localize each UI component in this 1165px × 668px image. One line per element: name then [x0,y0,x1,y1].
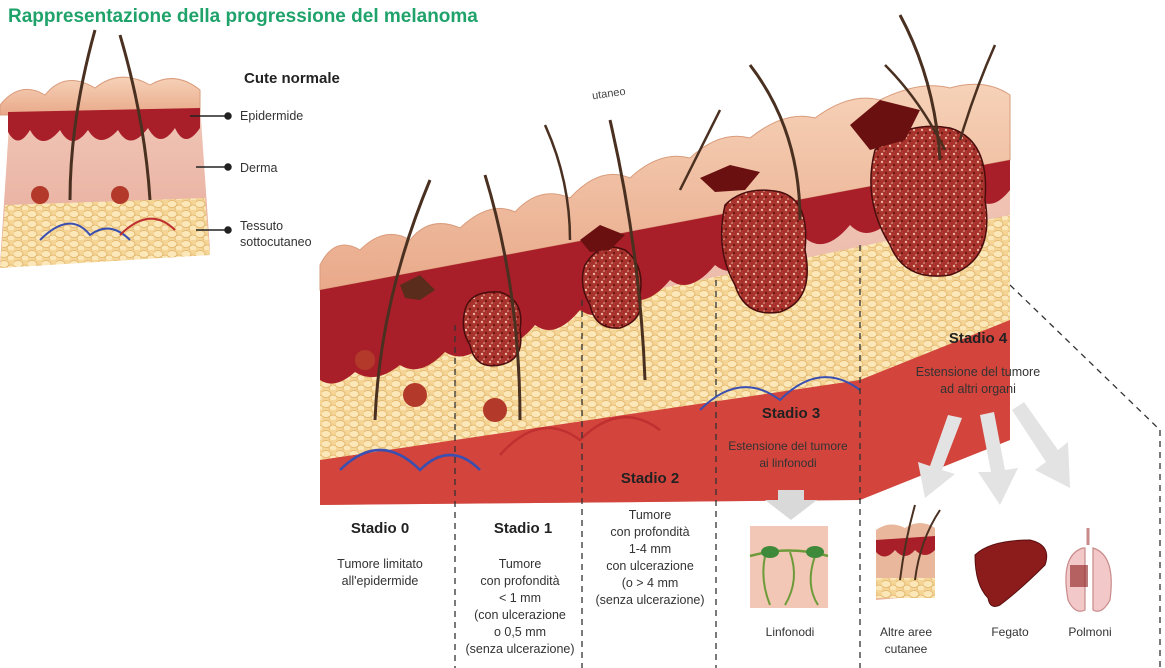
organ-label-line: cutanee [866,641,946,658]
stage-0-desc-line: Tumore limitato [320,556,440,573]
stage-0-desc-line: all'epidermide [320,573,440,590]
liver-icon [975,540,1047,606]
subcutaneous-label: Tessuto sottocutaneo [240,218,312,250]
stage-2-desc-line: con ulcerazione [586,558,714,575]
stage-4-title: Stadio 4 [918,330,1038,347]
organ-label-line: Linfonodi [740,624,840,641]
stage-1-desc-line: (senza ulcerazione) [458,641,582,658]
other-skin-label: Altre aree cutanee [866,624,946,658]
lymph-node-icon [750,526,828,608]
stage-4-desc-line: Estensione del tumore [893,364,1063,381]
liver-label: Fegato [970,624,1050,641]
lungs-label: Polmoni [1050,624,1130,641]
stage-4-desc: Estensione del tumore ad altri organi [893,364,1063,398]
stage-2-desc-line: con profondità [586,524,714,541]
stage-0-title: Stadio 0 [325,520,435,537]
progression-block [320,15,1010,505]
stage-3-desc: Estensione del tumore ai linfonodi [718,438,858,472]
dermis-label: Derma [240,160,278,176]
skin-area-icon [876,505,940,600]
normal-skin-heading: Cute normale [244,70,340,87]
subcutaneous-label-line-2: sottocutaneo [240,234,312,250]
stage-2-desc-line: (senza ulcerazione) [586,592,714,609]
stage-1-desc: Tumore con profondità < 1 mm (con ulcera… [458,556,582,658]
lymph-nodes-label: Linfonodi [740,624,840,641]
epidermis-label: Epidermide [240,108,303,124]
stage-1-title: Stadio 1 [468,520,578,537]
lungs-icon [1066,528,1111,611]
epidermis-label-line: Epidermide [240,108,303,124]
normal-skin-block [0,30,210,268]
stage-0-desc: Tumore limitato all'epidermide [320,556,440,590]
stage-2-desc-line: (o > 4 mm [586,575,714,592]
stage-2-desc-line: 1-4 mm [586,541,714,558]
stage-4-desc-line: ad altri organi [893,381,1063,398]
subcutaneous-label-line-1: Tessuto [240,218,312,234]
dermis-label-line: Derma [240,160,278,176]
stage-2-desc: Tumore con profondità 1-4 mm con ulceraz… [586,507,714,609]
stage-3-desc-line: Estensione del tumore [718,438,858,455]
stage-1-desc-line: (con ulcerazione [458,607,582,624]
stage-3-desc-line: ai linfonodi [718,455,858,472]
stage-1-desc-line: con profondità [458,573,582,590]
organ-label-line: Polmoni [1050,624,1130,641]
organ-label-line: Altre aree [866,624,946,641]
stage-1-desc-line: Tumore [458,556,582,573]
stage-1-desc-line: o 0,5 mm [458,624,582,641]
stage-3-title: Stadio 3 [736,405,846,422]
stage-1-desc-line: < 1 mm [458,590,582,607]
organ-label-line: Fegato [970,624,1050,641]
stage-2-desc-line: Tumore [586,507,714,524]
stage-2-title: Stadio 2 [594,470,706,487]
